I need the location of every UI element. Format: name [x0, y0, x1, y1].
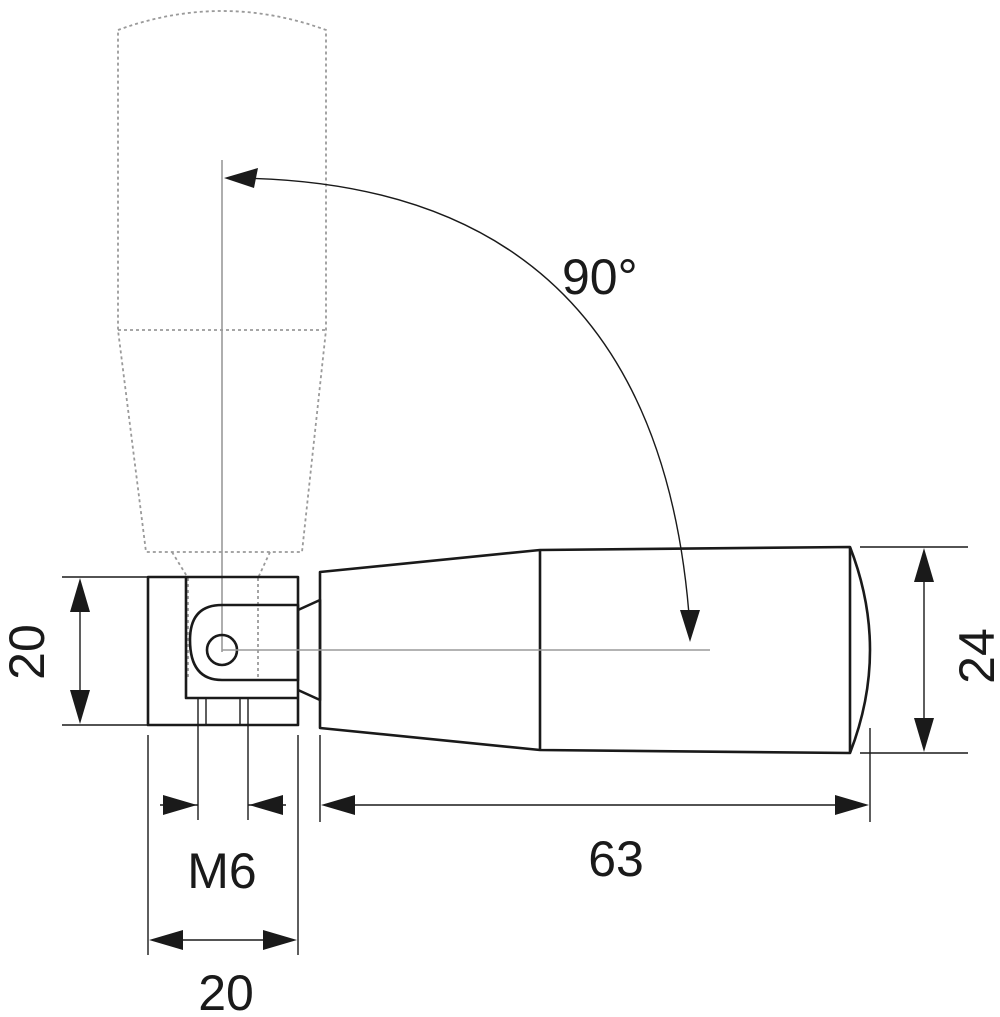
arrow-handle-right	[835, 795, 869, 815]
body-width-dimension	[147, 735, 299, 955]
arrow-body-height-bottom	[70, 690, 90, 724]
knob-diameter-dimension	[860, 546, 968, 754]
label-handle-length: 63	[588, 831, 644, 887]
handle-length-dimension	[319, 728, 871, 822]
body-height-dimension	[62, 576, 148, 726]
swing-arc	[231, 177, 691, 629]
arrow-thread-left	[163, 795, 197, 815]
arrow-handle-left	[321, 795, 355, 815]
arrow-knob-bottom	[914, 718, 934, 752]
label-swing-angle: 90°	[562, 249, 638, 305]
arrow-thread-right	[249, 795, 283, 815]
lever-tab	[188, 603, 300, 682]
arrow-body-height-top	[70, 578, 90, 612]
body-outline	[146, 575, 300, 727]
swing-arrow-bottom	[680, 610, 700, 642]
arrow-body-width-left	[149, 930, 183, 950]
ghost-neck-left	[171, 551, 189, 579]
label-body-width: 20	[198, 965, 254, 1017]
arrow-body-width-right	[263, 930, 297, 950]
label-thread: M6	[187, 843, 256, 899]
body-block	[146, 575, 300, 727]
body-slot	[184, 577, 298, 700]
arrow-knob-top	[914, 548, 934, 582]
swing-arrow-top	[224, 168, 258, 188]
label-body-height: 20	[0, 624, 55, 680]
label-knob-diameter: 24	[949, 628, 1000, 684]
ghost-grip-outline	[117, 10, 327, 553]
ghost-neck-right	[257, 551, 271, 579]
thread-dimension	[160, 725, 286, 820]
swing-angle-dimension	[224, 168, 700, 642]
